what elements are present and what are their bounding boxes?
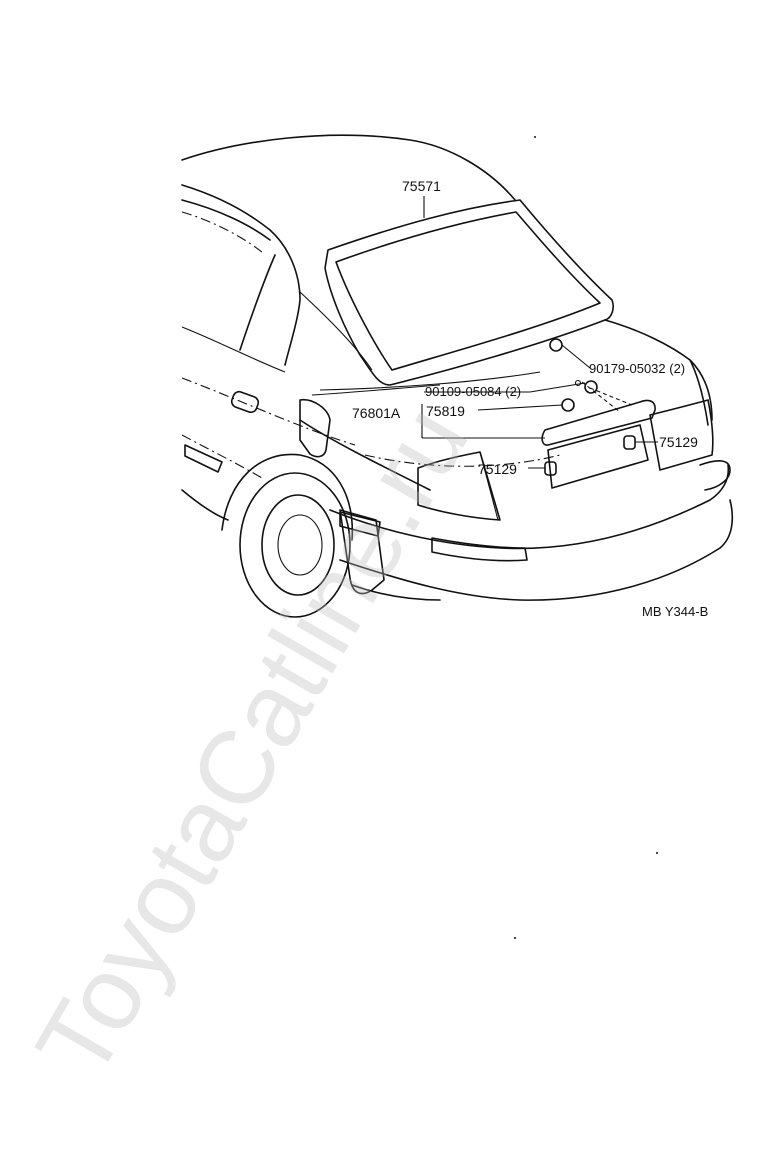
nut-icon: [549, 338, 563, 352]
part-label-screw-left: 90109-05084 (2): [425, 384, 521, 399]
part-label-emblem-clip-right: 75129: [659, 434, 698, 450]
watermark: ToyotaCatline.ru: [14, 388, 490, 1097]
part-labels: 75571 90179-05032 (2) 90109-05084 (2) 76…: [352, 178, 708, 619]
part-label-nameplate: 75819: [426, 403, 465, 419]
part-label-glass-weatherstrip: 75571: [402, 178, 441, 194]
leader-lines: [421, 196, 658, 469]
part-label-clip-set: 76801A: [352, 405, 401, 421]
screw-icon: [561, 398, 575, 412]
nut-icon: [584, 380, 598, 394]
figure-code: MB Y344-B: [642, 604, 708, 619]
part-label-nut-right: 90179-05032 (2): [589, 361, 685, 376]
part-label-emblem-clip-left: 75129: [478, 461, 517, 477]
screw-icon: [574, 379, 582, 387]
car-outline: [181, 134, 734, 618]
scan-specks: [514, 136, 658, 939]
emblem-clip-icon: [623, 435, 636, 450]
